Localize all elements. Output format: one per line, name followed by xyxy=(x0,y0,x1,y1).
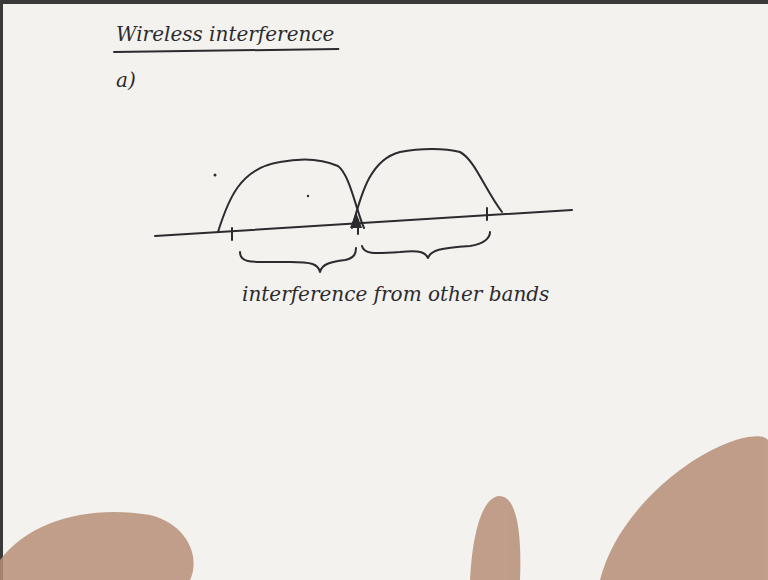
band-spectrum xyxy=(218,159,364,232)
title-underline xyxy=(114,49,338,52)
ink-dot xyxy=(214,174,217,177)
part-letter: a) xyxy=(116,68,136,92)
frame-edge xyxy=(0,0,768,4)
title: Wireless interference xyxy=(116,22,334,46)
hand xyxy=(600,436,768,580)
brace xyxy=(362,232,490,258)
brace xyxy=(240,248,356,272)
overlap-region xyxy=(350,212,362,228)
ink-dot xyxy=(307,195,309,197)
hand xyxy=(470,496,520,580)
band-edge-tick xyxy=(231,228,233,240)
hand xyxy=(0,512,194,580)
band-spectrum xyxy=(352,149,502,228)
frame-edge xyxy=(0,0,3,580)
band-edge-tick xyxy=(486,208,488,220)
note: interference from other bands xyxy=(242,282,549,306)
